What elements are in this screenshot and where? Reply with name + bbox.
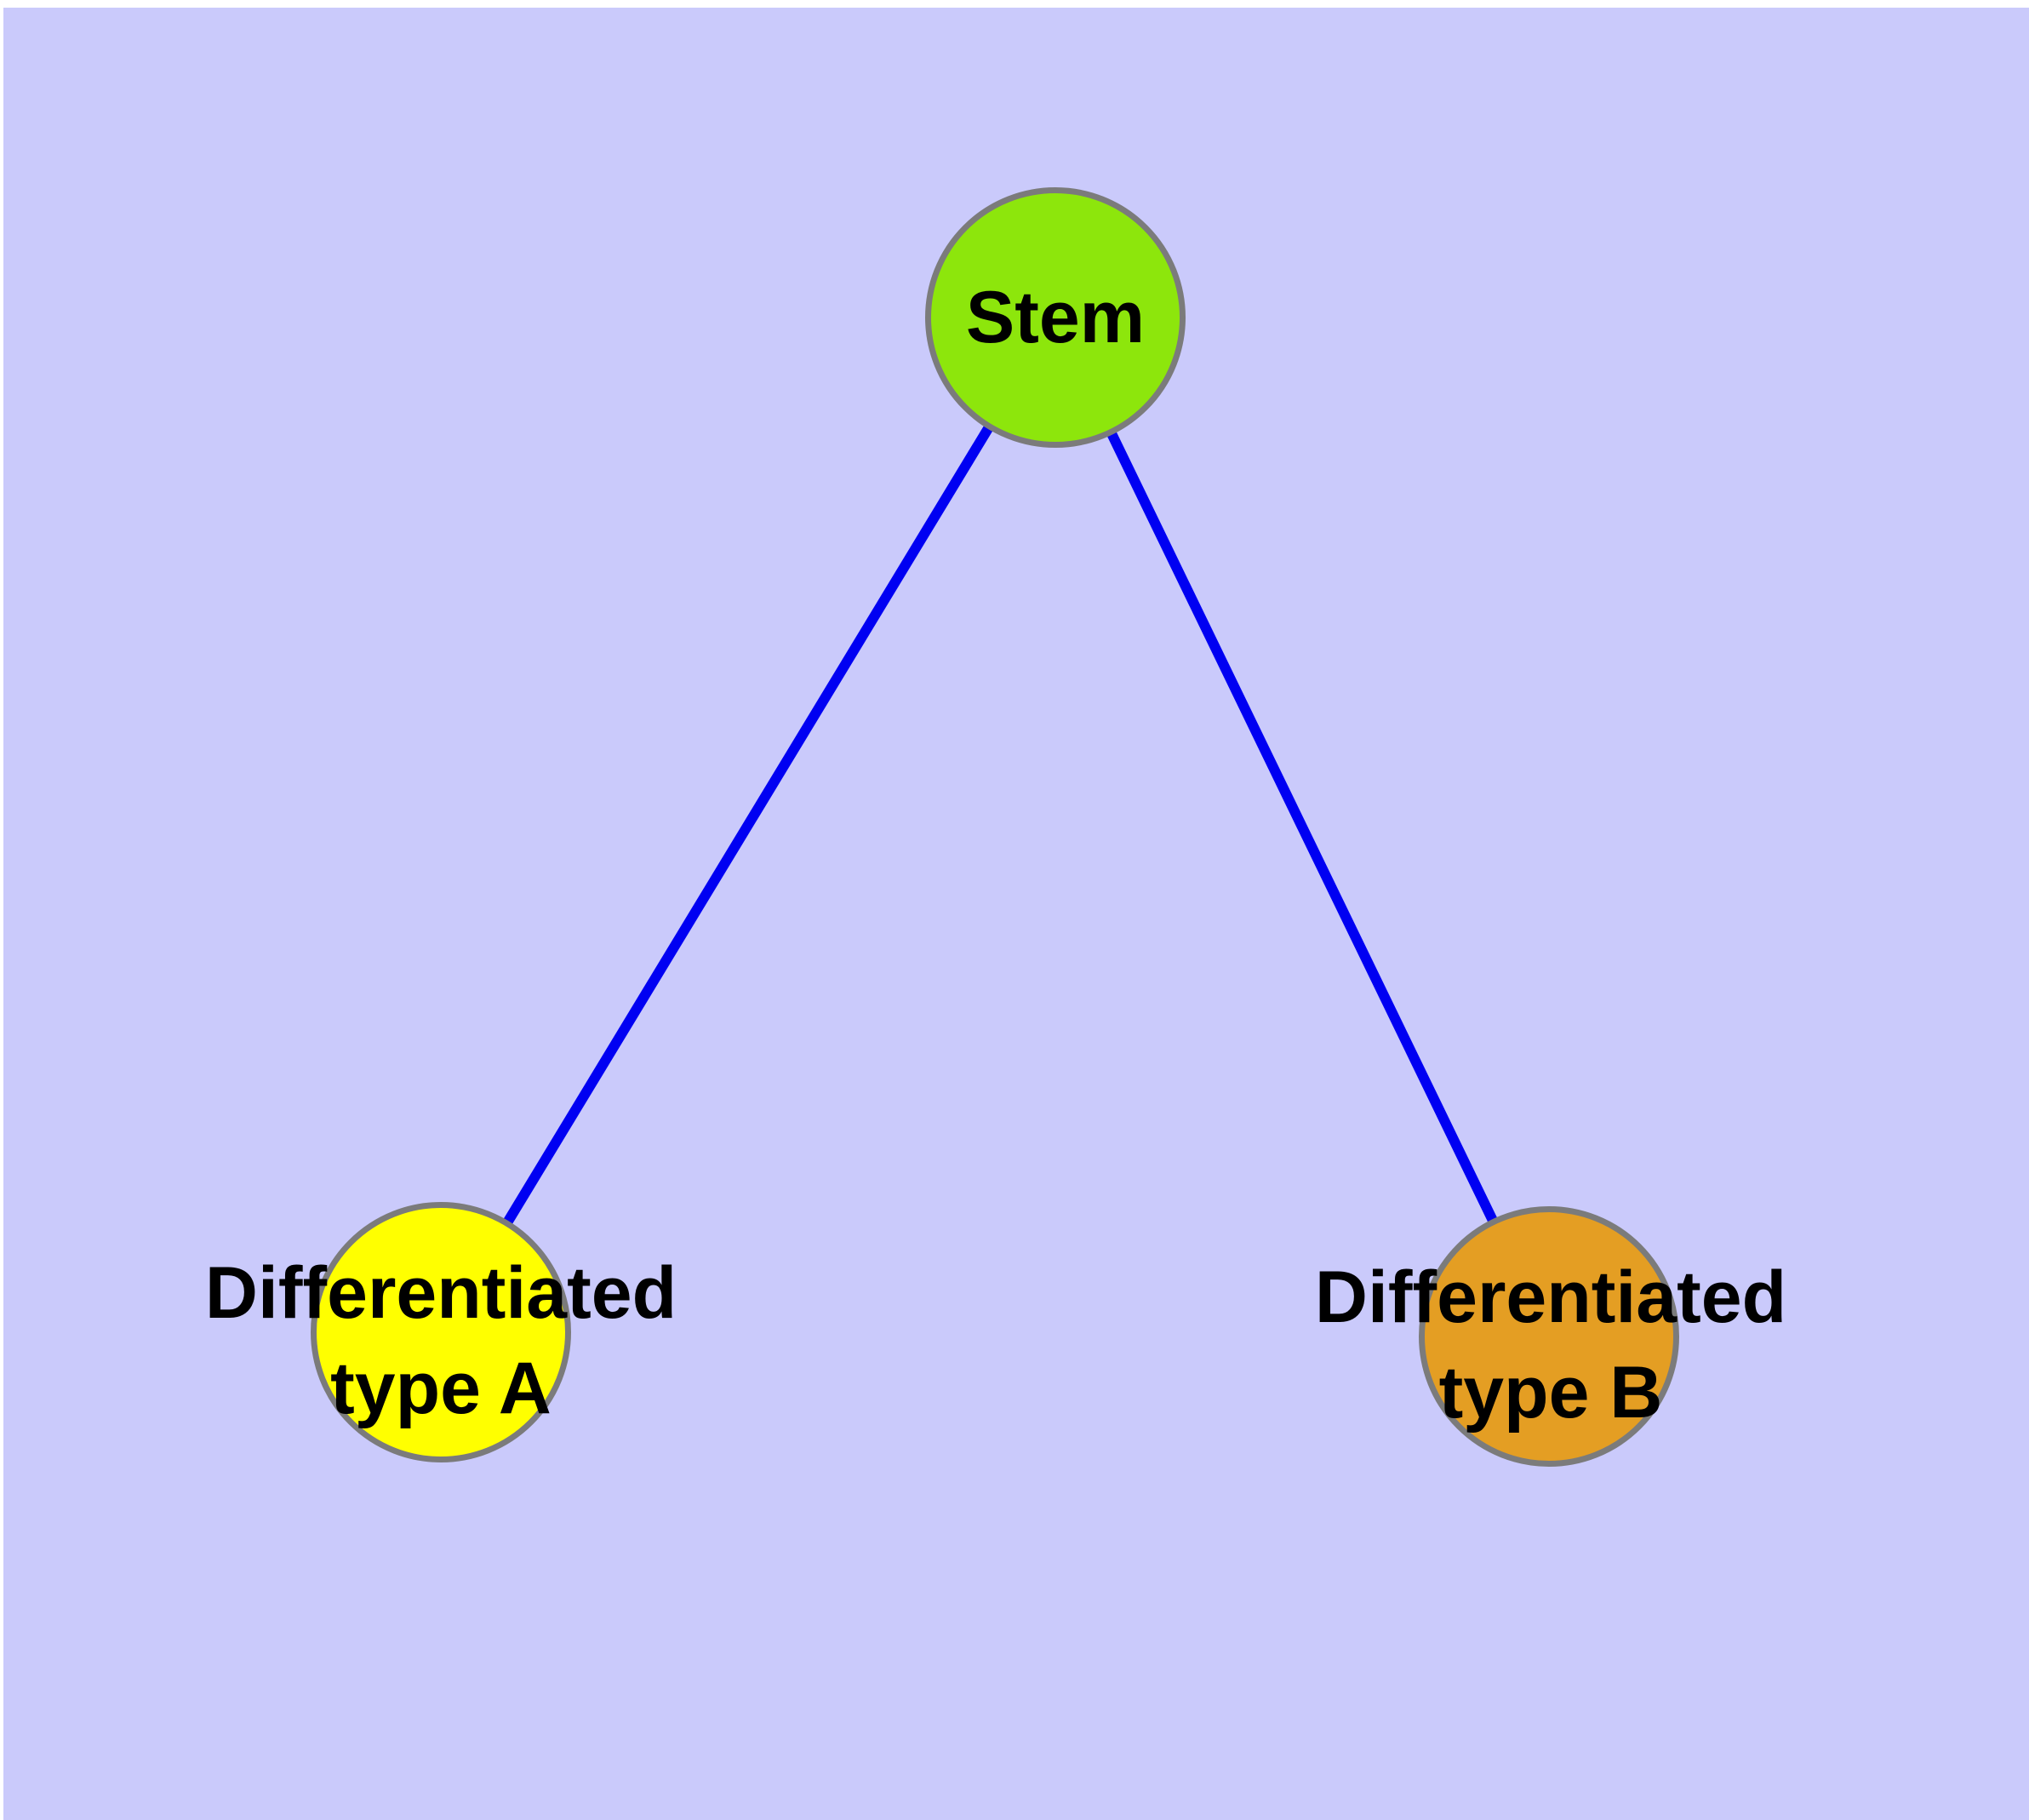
node-stem[interactable] <box>925 187 1186 448</box>
diagram-canvas: Stem Differentiated type A Differentiate… <box>3 8 2029 1820</box>
node-differentiated-type-a[interactable] <box>311 1202 571 1462</box>
edge-stem-to-type-b <box>1050 315 1554 1339</box>
edge-layer <box>436 314 1554 1339</box>
node-differentiated-type-b[interactable] <box>1419 1206 1679 1467</box>
edge-stem-to-type-a <box>436 314 1060 1336</box>
